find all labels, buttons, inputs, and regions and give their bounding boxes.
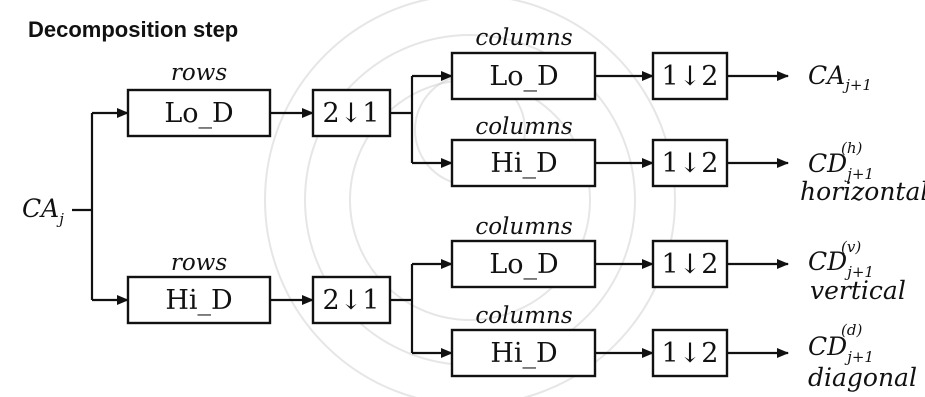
output-diagonal-main: CD <box>808 332 847 361</box>
col-downsample-box-3 <box>651 239 729 289</box>
row-highpass-box <box>126 275 272 325</box>
input-label-main: CA <box>22 194 59 223</box>
col-lowpass-label-2: Lo_D <box>489 249 558 280</box>
row-lowpass-label: Lo_D <box>164 98 233 129</box>
col-highpass-label-2: Hi_D <box>490 338 557 369</box>
output-vertical-caption: vertical <box>810 276 906 305</box>
output-diagonal-caption: diagonal <box>808 363 917 392</box>
row-downsample-label-1: 2↓1 <box>323 98 380 129</box>
col-downsample-label-3: 1↓2 <box>662 249 719 280</box>
output-horizontal-sup: (h) <box>841 139 863 157</box>
row-highpass-label: Hi_D <box>165 285 232 316</box>
columns-label-4: columns <box>475 303 573 329</box>
output-horizontal-caption: horizontal <box>800 177 925 206</box>
output-diagonal-sub: j+1 <box>844 348 874 366</box>
col-highpass-box-1 <box>450 138 597 188</box>
output-approx-label: CAj+1 <box>808 61 872 94</box>
diagram-heading: Decomposition step <box>28 17 238 42</box>
output-vertical-sub: j+1 <box>844 263 874 281</box>
output-approx-sub: j+1 <box>842 76 872 94</box>
rows-label-top: rows <box>171 60 228 86</box>
output-diagonal-label: CDj+1 <box>808 332 874 366</box>
input-label-sub: j <box>56 210 64 228</box>
output-horizontal-main: CD <box>808 149 847 178</box>
col-lowpass-box-1 <box>450 51 597 101</box>
row-downsample-box-2 <box>311 275 392 325</box>
col-downsample-label-2: 1↓2 <box>662 148 719 179</box>
col-downsample-label-1: 1↓2 <box>662 61 719 92</box>
output-horizontal-sub: j+1 <box>844 165 874 183</box>
output-diagonal-sup: (d) <box>841 321 862 339</box>
col-lowpass-box-2 <box>450 239 597 289</box>
output-vertical-sup: (v) <box>841 238 861 256</box>
col-lowpass-label-1: Lo_D <box>489 61 558 92</box>
output-vertical-label: CDj+1 <box>808 247 874 281</box>
col-downsample-box-1 <box>651 51 729 101</box>
row-lowpass-box <box>126 88 272 138</box>
output-vertical-main: CD <box>808 247 847 276</box>
columns-label-2: columns <box>475 114 573 140</box>
row-downsample-box-1 <box>311 88 392 138</box>
output-approx-main: CA <box>808 61 845 90</box>
columns-label-1: columns <box>475 25 573 51</box>
col-highpass-label-1: Hi_D <box>490 148 557 179</box>
col-downsample-box-4 <box>651 328 729 378</box>
col-highpass-box-2 <box>450 328 597 378</box>
rows-label-bottom: rows <box>171 250 228 276</box>
wires <box>72 71 789 358</box>
row-downsample-label-2: 2↓1 <box>323 285 380 316</box>
col-downsample-label-4: 1↓2 <box>662 338 719 369</box>
input-label: CAj <box>22 194 64 228</box>
col-downsample-box-2 <box>651 138 729 188</box>
columns-label-3: columns <box>475 214 573 240</box>
output-horizontal-label: CDj+1 <box>808 149 874 183</box>
